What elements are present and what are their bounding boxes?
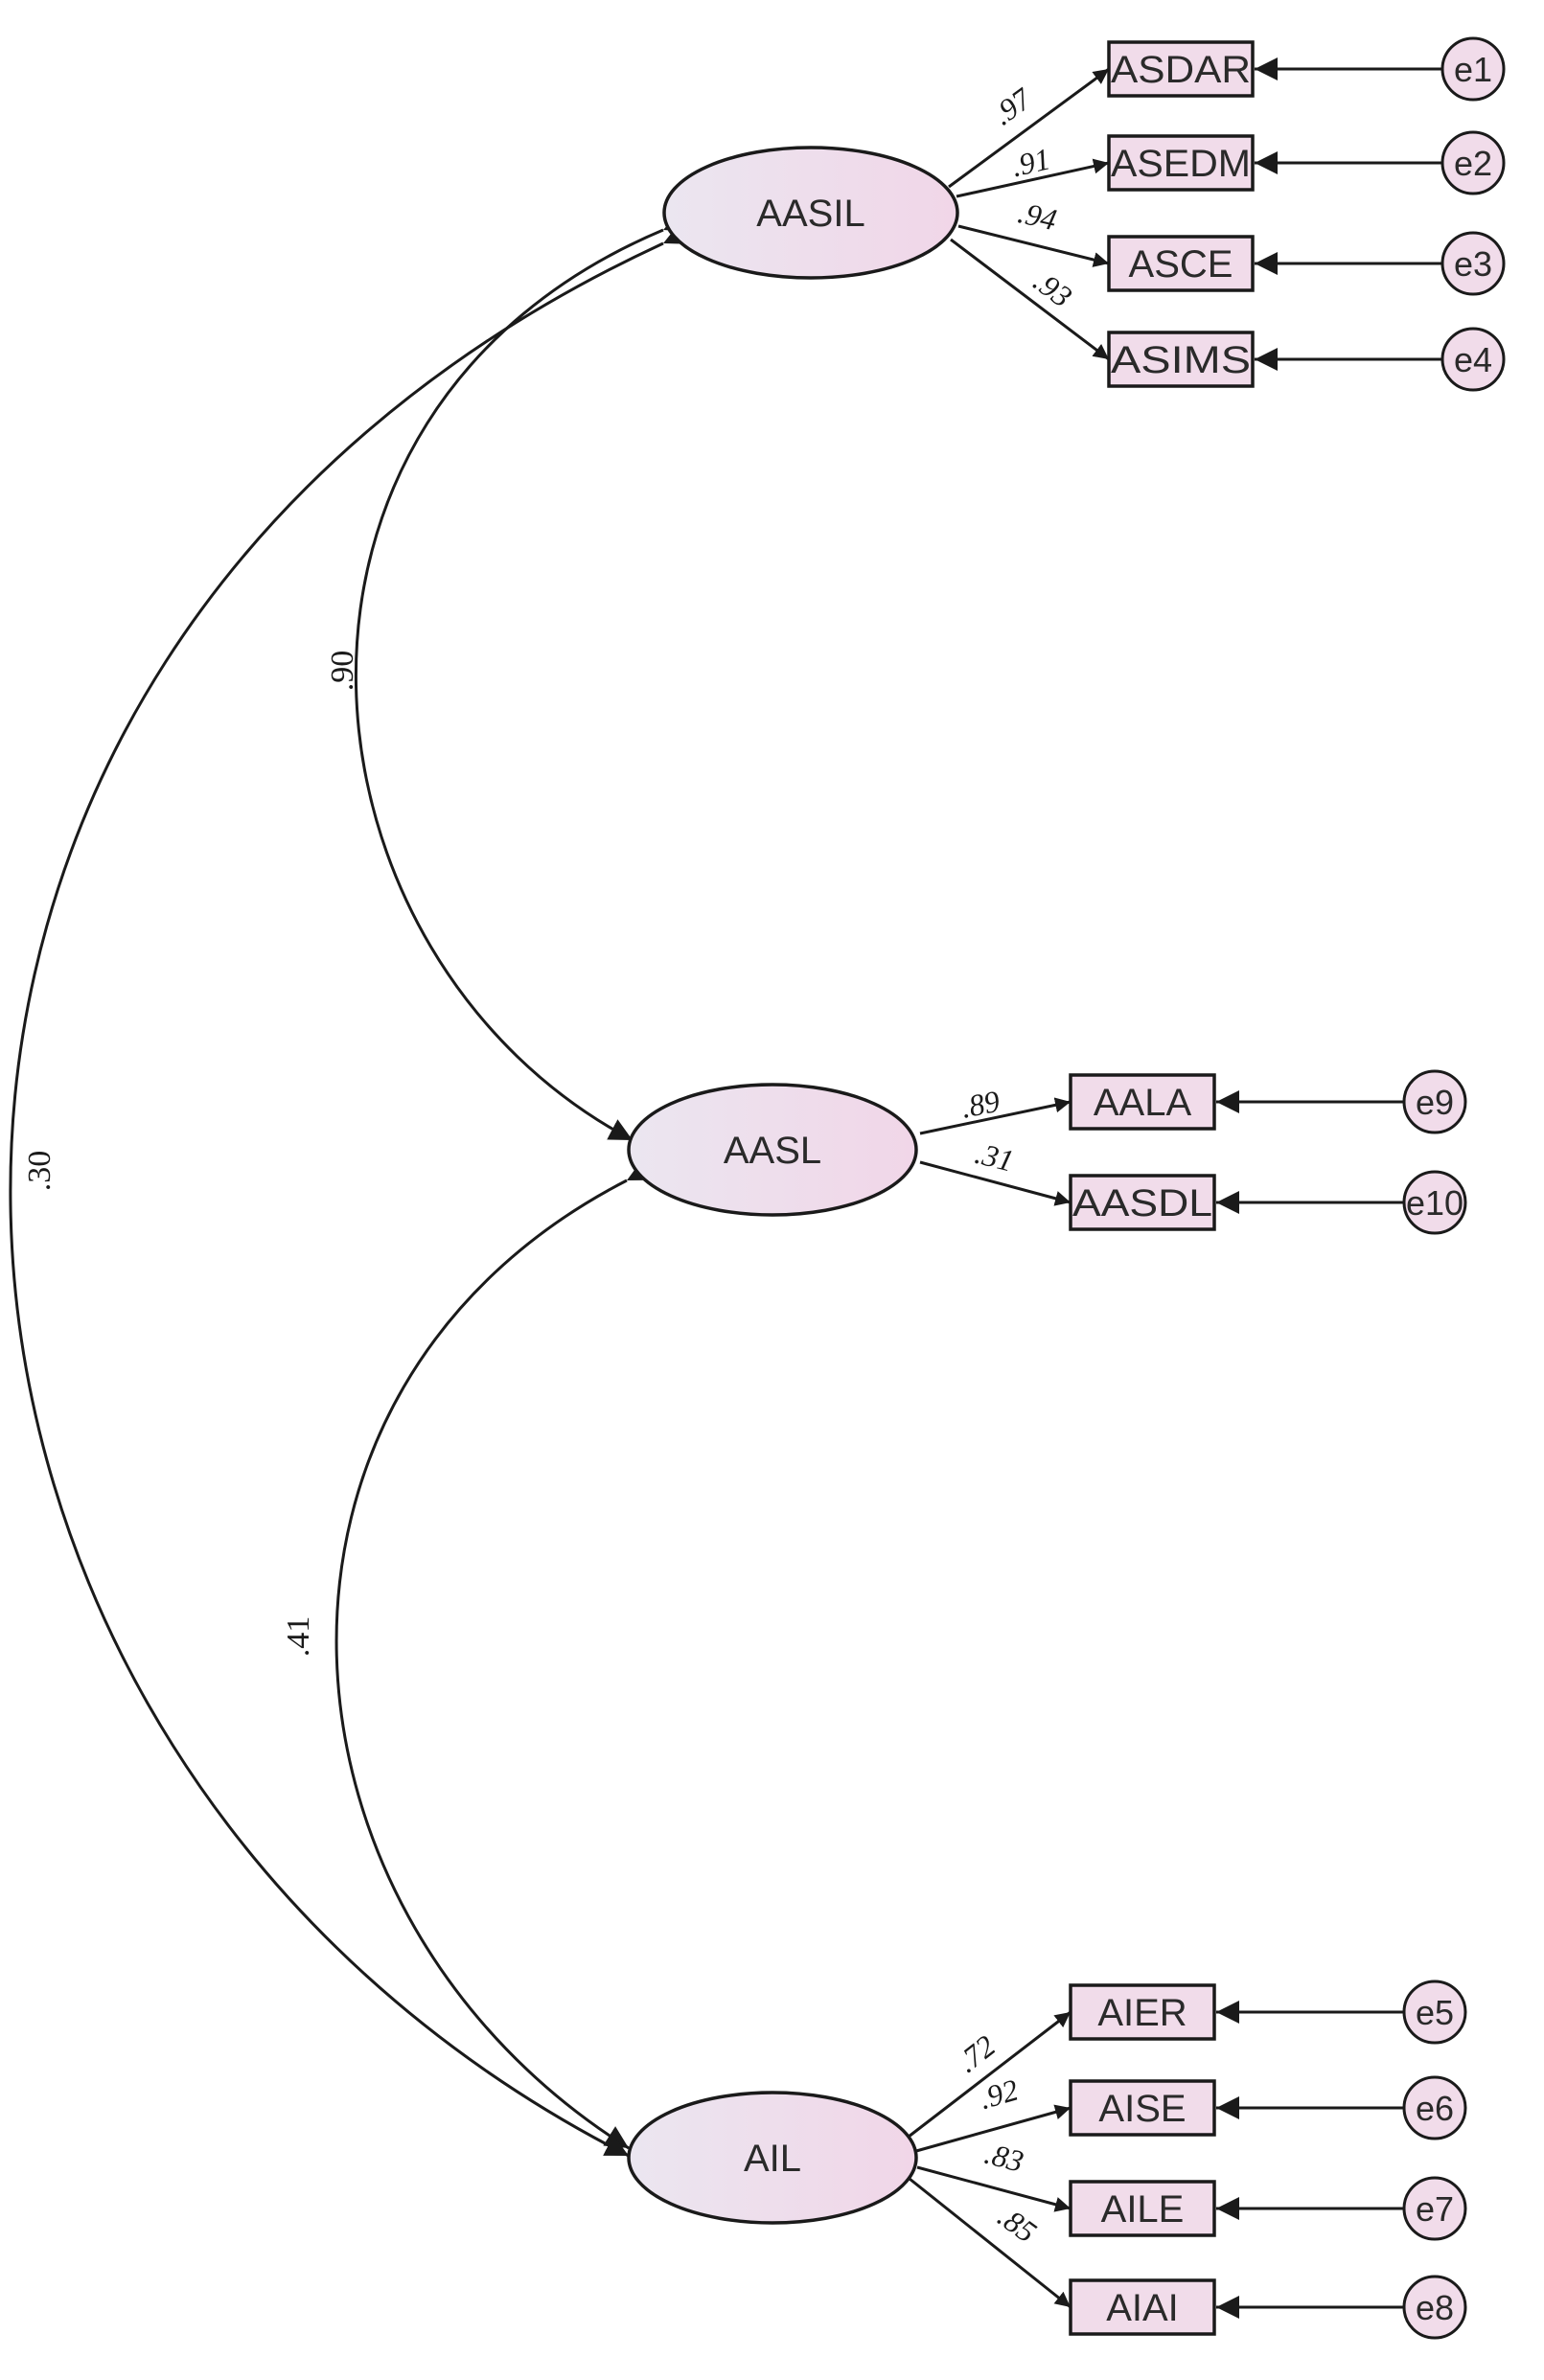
indicator-asce[interactable]: ASCE	[1107, 235, 1255, 292]
latent-ail[interactable]: AIL	[627, 2091, 918, 2225]
error-label-e10: e10	[1406, 1183, 1463, 1223]
indicator-aasdl[interactable]: AASDL	[1069, 1174, 1216, 1231]
error-label-e7: e7	[1416, 2189, 1454, 2229]
error-label-e4: e4	[1454, 340, 1492, 379]
correlation-aasil-aasl	[354, 210, 689, 1142]
loading-path-aile	[916, 2165, 1072, 2212]
indicator-label-aier: AIER	[1097, 1992, 1187, 2034]
correlation-aasl-ail	[334, 1159, 653, 2150]
loading-path-asims	[950, 238, 1110, 361]
indicator-aiai[interactable]: AIAI	[1069, 2278, 1216, 2336]
correlation-label-aasil-ail: .30	[22, 1151, 58, 1192]
error-e8[interactable]: e8	[1402, 2275, 1467, 2340]
indicator-label-aile: AILE	[1101, 2188, 1185, 2231]
error-e4[interactable]: e4	[1440, 327, 1506, 392]
correlation-label-aasl-ail: .41	[281, 1616, 316, 1658]
error-label-e6: e6	[1416, 2089, 1454, 2128]
error-e3[interactable]: e3	[1440, 231, 1506, 296]
error-label-e2: e2	[1454, 144, 1492, 183]
indicator-asedm[interactable]: ASEDM	[1107, 134, 1255, 192]
indicator-label-aise: AISE	[1098, 2088, 1186, 2130]
loading-path-asdar	[948, 67, 1110, 189]
loading-label-asedm: .91	[1008, 141, 1053, 183]
loading-path-aier	[908, 2010, 1072, 2139]
loading-path-aasdl	[919, 1160, 1072, 1206]
error-e1[interactable]: e1	[1440, 36, 1506, 102]
loading-path-aala	[919, 1097, 1072, 1135]
indicator-aala[interactable]: AALA	[1069, 1073, 1216, 1131]
loading-path-asce	[957, 224, 1110, 267]
loading-label-asdar: .97	[986, 80, 1039, 132]
error-e2[interactable]: e2	[1440, 130, 1506, 195]
indicator-label-aala: AALA	[1094, 1082, 1192, 1124]
latent-label-ail: AIL	[744, 2138, 801, 2180]
loading-path-asedm	[956, 158, 1110, 198]
error-e5[interactable]: e5	[1402, 1980, 1467, 2045]
correlation-label-aasil-aasl: .90	[325, 651, 360, 692]
indicator-label-asedm: ASEDM	[1111, 143, 1251, 185]
indicator-aile[interactable]: AILE	[1069, 2180, 1216, 2237]
indicator-aier[interactable]: AIER	[1069, 1983, 1216, 2041]
error-label-e9: e9	[1416, 1083, 1454, 1122]
indicator-asims[interactable]: ASIMS	[1107, 331, 1255, 388]
error-label-e1: e1	[1454, 50, 1492, 89]
error-e7[interactable]: e7	[1402, 2176, 1467, 2241]
loading-label-aiai: .85	[992, 2199, 1044, 2250]
error-label-e3: e3	[1454, 244, 1492, 284]
indicator-label-asdar: ASDAR	[1111, 49, 1251, 91]
loading-path-aise	[915, 2104, 1072, 2153]
loading-label-aile: .83	[981, 2136, 1027, 2179]
loading-label-aala: .89	[958, 1084, 1002, 1125]
latent-label-aasil: AASIL	[756, 193, 864, 235]
indicator-label-asce: ASCE	[1129, 243, 1233, 286]
latent-aasil[interactable]: AASIL	[662, 146, 959, 280]
indicator-label-aiai: AIAI	[1106, 2287, 1179, 2329]
indicator-label-asims: ASIMS	[1111, 339, 1251, 381]
latent-aasl[interactable]: AASL	[627, 1083, 918, 1217]
loading-path-aiai	[909, 2177, 1072, 2309]
correlation-aasil-ail	[9, 223, 689, 2158]
loading-label-asce: .94	[1015, 195, 1060, 237]
indicator-aise[interactable]: AISE	[1069, 2079, 1216, 2137]
indicator-asdar[interactable]: ASDAR	[1107, 40, 1255, 98]
error-label-e8: e8	[1416, 2288, 1454, 2327]
latent-label-aasl: AASL	[724, 1130, 821, 1172]
loading-label-aasdl: .31	[972, 1135, 1018, 1179]
error-label-e5: e5	[1416, 1993, 1454, 2032]
loading-label-asims: .93	[1027, 263, 1079, 314]
error-e6[interactable]: e6	[1402, 2075, 1467, 2140]
error-e10[interactable]: e10	[1402, 1170, 1467, 1235]
error-e9[interactable]: e9	[1402, 1069, 1467, 1134]
indicator-label-aasdl: AASDL	[1072, 1182, 1212, 1224]
